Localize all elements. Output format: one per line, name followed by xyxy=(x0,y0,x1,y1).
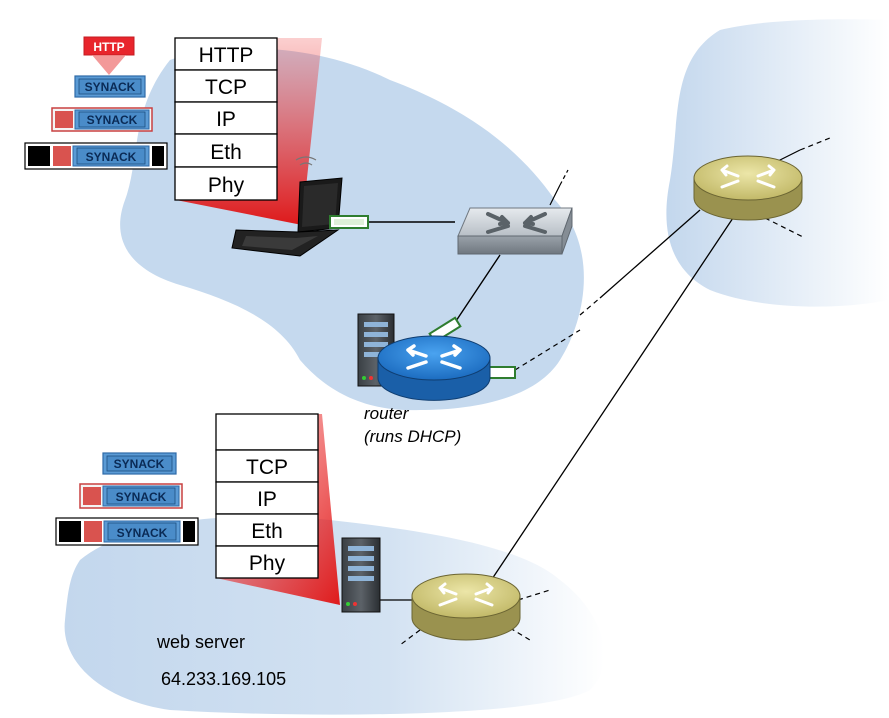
client-http-packet: HTTP xyxy=(83,36,135,75)
server-layer-phy: Phy xyxy=(249,552,286,575)
client-layer-phy: Phy xyxy=(208,174,245,197)
switch-to-router-link xyxy=(449,254,501,331)
web-server-ip-label: 64.233.169.105 xyxy=(161,669,286,689)
client-synack-ip-label: SYNACK xyxy=(87,113,138,127)
client-layer-http: HTTP xyxy=(199,44,254,67)
server-layer-tcp: TCP xyxy=(246,456,288,479)
client-eth-frame: SYNACK xyxy=(24,142,168,170)
server-layer-eth: Eth xyxy=(251,520,283,543)
client-synack-eth-label: SYNACK xyxy=(86,150,137,164)
router-to-isp-link xyxy=(514,329,581,371)
client-layer-tcp: TCP xyxy=(205,76,247,99)
server-router-stub-sw xyxy=(399,629,421,646)
router-label: router xyxy=(364,404,410,423)
switch-stub-dashed xyxy=(559,169,569,186)
laptop-icon xyxy=(231,156,369,257)
server-side-router-icon xyxy=(411,573,521,641)
server-ip-datagram: SYNACK xyxy=(79,483,183,509)
router-nic-right xyxy=(486,366,516,379)
client-protocol-stack: HTTP TCP IP Eth Phy xyxy=(174,37,278,201)
server-protocol-stack: TCP IP Eth Phy xyxy=(215,413,319,579)
server-synack-ip-label: SYNACK xyxy=(116,490,167,504)
switch-icon xyxy=(457,207,573,255)
dhcp-router-icon xyxy=(377,316,516,401)
isp-uplink-dashed xyxy=(579,297,601,316)
web-server-label: web server xyxy=(156,632,245,652)
switch-stub-link xyxy=(549,184,561,206)
server-tcp-segment: SYNACK xyxy=(102,452,177,475)
server-router-stub-e xyxy=(517,589,551,601)
isp-to-server-router-link xyxy=(487,214,736,586)
isp-router-stub-se-dashed xyxy=(764,217,806,239)
server-eth-frame: SYNACK xyxy=(55,517,199,546)
client-ip-datagram: SYNACK xyxy=(51,107,153,132)
router-dhcp-label: (runs DHCP) xyxy=(364,427,461,446)
server-synack-tcp-label: SYNACK xyxy=(114,457,165,471)
isp-router-icon xyxy=(693,155,803,221)
client-layer-eth: Eth xyxy=(210,141,242,164)
isp-uplink xyxy=(599,209,701,299)
client-layer-ip: IP xyxy=(216,108,236,131)
client-tcp-segment: SYNACK xyxy=(74,75,146,98)
client-synack-tcp-label: SYNACK xyxy=(85,80,136,94)
server-layer-ip: IP xyxy=(257,488,277,511)
server-network-cloud xyxy=(64,516,605,715)
server-synack-eth-label: SYNACK xyxy=(117,526,168,540)
http-packet-label: HTTP xyxy=(93,40,124,54)
server-router-stub-se xyxy=(509,627,531,641)
web-server-icon xyxy=(341,537,381,613)
